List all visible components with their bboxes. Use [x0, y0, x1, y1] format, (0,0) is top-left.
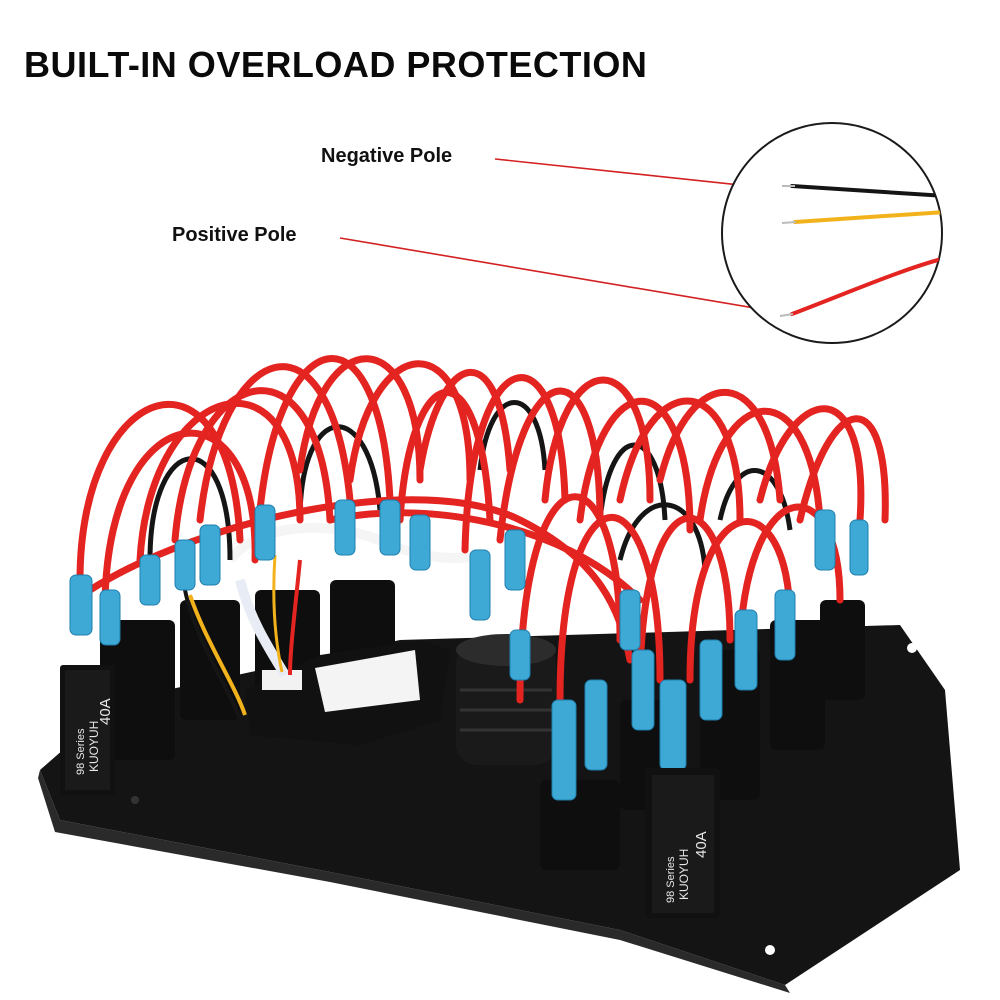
wire-zoom-inset [721, 122, 943, 344]
negative-pole-label: Negative Pole [321, 145, 453, 167]
circuit-breaker-left: KUOYUH 98 Series 40A [60, 665, 115, 795]
usb-socket [456, 634, 556, 765]
negative-leader-line [494, 158, 779, 190]
control-module [245, 640, 450, 745]
headline: BUILT-IN OVERLOAD PROTECTION [24, 44, 648, 85]
breaker-left-rating: 40A [97, 698, 114, 725]
mount-hole [13, 780, 23, 790]
positive-pole-label: Positive Pole [172, 224, 297, 246]
blue-terminals [69, 499, 869, 801]
breaker-right-series: 98 Series [665, 856, 677, 903]
breaker-right-rating: 40A [693, 831, 710, 858]
red-wire [790, 256, 942, 316]
circuit-breaker-right: KUOYUH 98 Series 40A [645, 768, 720, 918]
red-wires [76, 355, 889, 704]
breaker-left-brand: KUOYUH [87, 721, 101, 772]
breaker-right-brand: KUOYUH [677, 849, 691, 900]
mount-hole [907, 643, 917, 653]
yellow-wire [793, 210, 942, 224]
positive-leader-line [339, 237, 779, 313]
black-wire [790, 184, 942, 198]
breaker-left-series: 98 Series [75, 728, 87, 775]
mount-hole [765, 945, 775, 955]
